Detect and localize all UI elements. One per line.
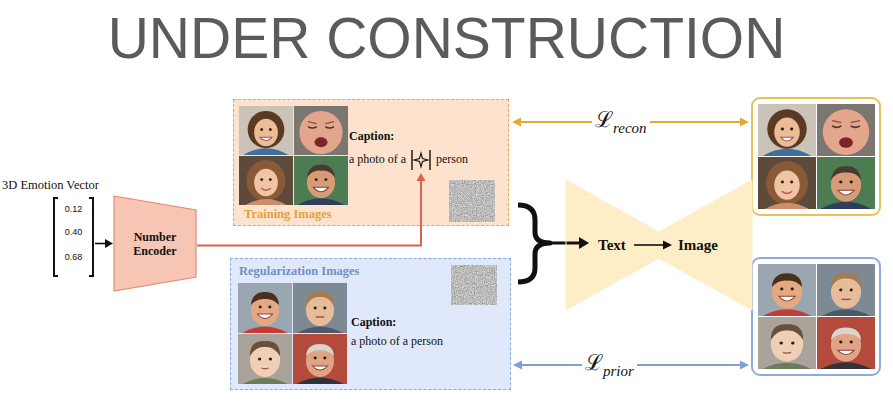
- arrow-head: [663, 241, 672, 250]
- face-image: [293, 334, 347, 384]
- prior-output: [752, 258, 880, 375]
- panel-title: Regularization Images: [239, 264, 510, 279]
- vector-value: 0.68: [52, 252, 95, 263]
- face-image: [817, 104, 875, 156]
- emotion-vector: 3D Emotion Vector0.120.400.68: [52, 198, 95, 276]
- model-ground: [566, 180, 752, 310]
- reconstruction-output: [752, 98, 880, 215]
- connector: [95, 239, 113, 248]
- regularization-ground: [230, 258, 511, 390]
- face-image: [238, 334, 292, 384]
- caption-text: a photo of a: [349, 152, 406, 166]
- node-outline: [114, 196, 196, 291]
- text-to-image-arrow: [634, 244, 665, 246]
- face-image: [239, 156, 293, 205]
- model-bowtie: Text Image: [566, 180, 752, 310]
- loss-subscript: prior: [603, 363, 634, 379]
- vector-heading: 3D Emotion Vector: [2, 177, 95, 193]
- caption-block: Caption: a photo of a person: [351, 315, 443, 349]
- input-label: Text: [598, 236, 626, 254]
- output-frame: [752, 258, 880, 375]
- loss-symbol: ℒ: [585, 350, 603, 375]
- face-image: [758, 104, 816, 156]
- arrow-head: [740, 361, 749, 370]
- regularization-faces: [238, 283, 347, 384]
- loss-label: ℒrecon: [592, 109, 650, 136]
- diagram-title: UNDER CONSTRUCTION: [0, 0, 893, 73]
- encoder-label: Number Encoder: [125, 230, 185, 258]
- arrow-head: [512, 118, 521, 127]
- training-panel: Training Images Caption: a photo of a perso…: [233, 99, 509, 226]
- node-shape: [566, 180, 752, 310]
- vector-value: 0.12: [52, 204, 95, 215]
- caption-heading: Caption:: [349, 129, 468, 144]
- face-image: [758, 317, 816, 369]
- token-symbol: [410, 148, 432, 172]
- arrow-head: [416, 173, 425, 181]
- encoder-trapezoid: Number Encoder: [113, 195, 197, 292]
- arrow-head: [579, 237, 589, 249]
- merge-arrow: [548, 242, 581, 245]
- output-frame: [752, 98, 880, 215]
- arrow-head: [105, 239, 113, 248]
- face-image: [294, 156, 348, 205]
- face-image: [293, 283, 347, 333]
- arrow-head: [513, 361, 522, 370]
- arrow-head: [740, 118, 749, 127]
- node-outline: [566, 180, 752, 310]
- merge-brace: [518, 205, 550, 282]
- output-label: Image: [678, 236, 718, 254]
- face-image: [817, 264, 875, 316]
- caption-block: Caption: a photo of a person: [349, 129, 468, 172]
- token-mark: [414, 153, 428, 167]
- noise-image: [451, 265, 497, 305]
- training-faces: [239, 106, 348, 205]
- loss-label: ℒprior: [582, 352, 637, 379]
- face-image: [817, 157, 875, 209]
- caption-line: a photo of a person: [349, 148, 468, 172]
- token-mark: [412, 150, 430, 170]
- face-image: [294, 106, 348, 155]
- caption-text: a photo of a person: [351, 334, 443, 348]
- caption-heading: Caption:: [351, 315, 443, 330]
- face-image: [758, 157, 816, 209]
- caption-text: person: [436, 152, 468, 166]
- vector-value: 0.40: [52, 227, 95, 238]
- caption-line: a photo of a person: [351, 334, 443, 349]
- loss-subscript: recon: [613, 120, 647, 136]
- face-image: [239, 106, 293, 155]
- face-image: [817, 317, 875, 369]
- loss-symbol: ℒ: [595, 107, 613, 132]
- face-image: [758, 264, 816, 316]
- panel-title: Training Images: [244, 207, 508, 222]
- regularization-panel: Regularization ImagesCaption: a photo of …: [230, 258, 511, 390]
- face-image: [238, 283, 292, 333]
- noise-image: [449, 180, 495, 222]
- training-ground: [233, 99, 509, 226]
